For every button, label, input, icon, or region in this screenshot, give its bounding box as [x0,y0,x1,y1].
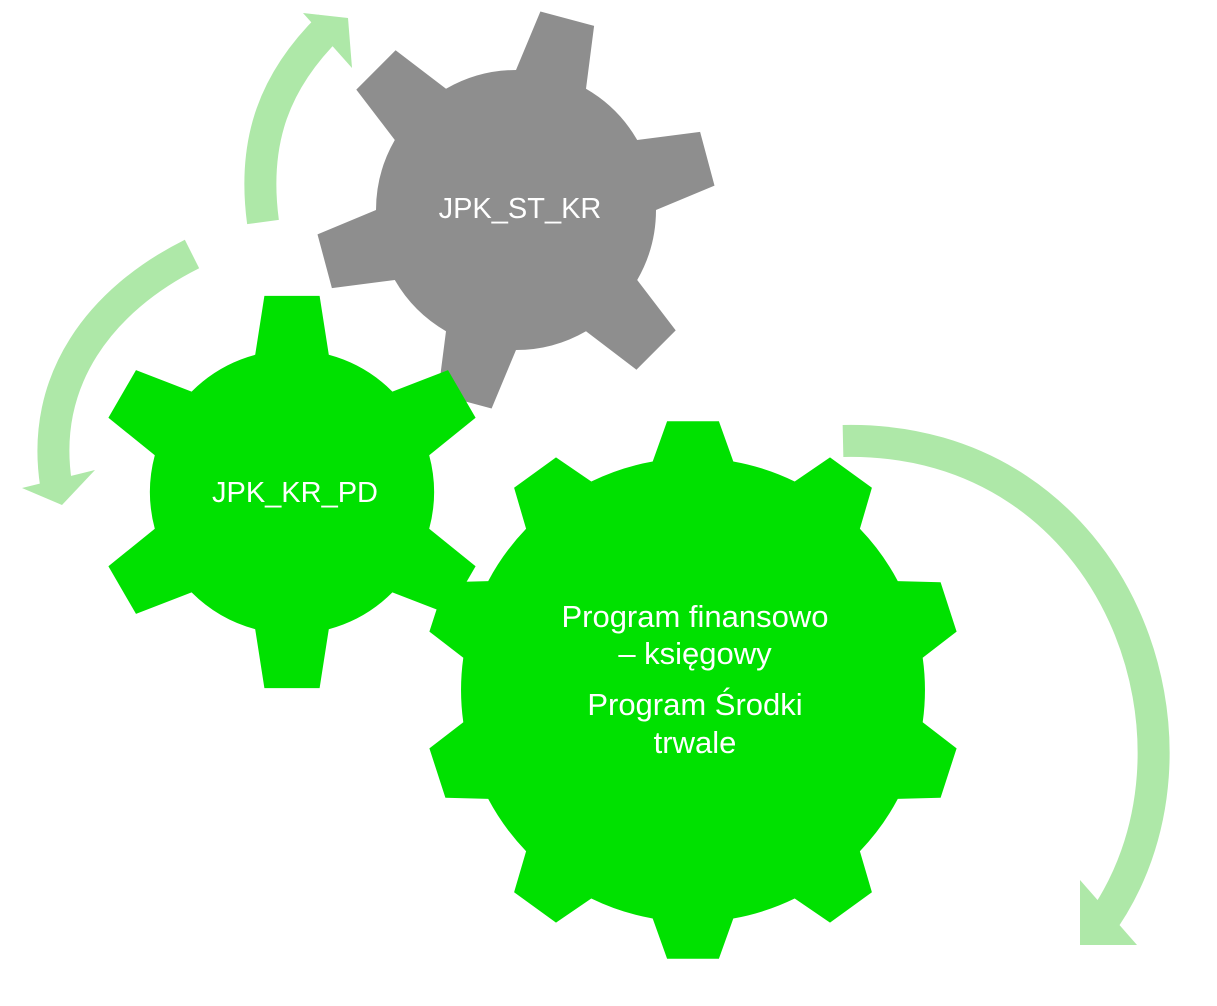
gear-jpk-st-kr-label: JPK_ST_KR [400,192,640,227]
gear-jpk-kr-pd [108,295,476,689]
gear-finance-program-label: Program finansowo – księgowy Program Śro… [490,598,900,761]
gear-jpk-st-kr [317,11,715,409]
cycle-arrow-left [37,239,200,487]
jpk-kr-pd-text: JPK_KR_PD [211,477,378,509]
gear-jpk-kr-pd-label: JPK_KR_PD [175,476,415,511]
cycle-arrow-top [244,14,342,225]
cycle-arrow-top-head [303,13,352,68]
arrows-layer [22,13,1170,945]
fixed-assets-program-text: Program Środki trwale [490,686,900,760]
finance-line-3: Program Środki [587,687,803,723]
finance-line-1: Program finansowo [561,599,829,634]
cycle-arrow-right-head [1080,880,1137,945]
gear-finance-program [429,421,957,959]
cycle-arrow-right [842,424,1170,938]
jpk-st-kr-text: JPK_ST_KR [438,193,602,225]
cycle-arrow-left-head [22,470,95,505]
finance-program-text: Program finansowo – księgowy [490,598,900,672]
finance-line-2: – księgowy [618,636,772,672]
finance-line-4: trwale [653,724,737,760]
